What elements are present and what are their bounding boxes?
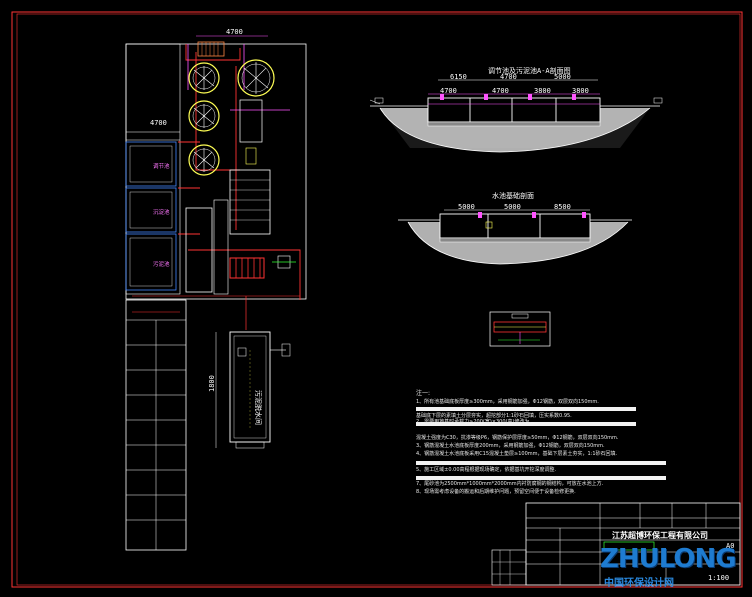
tank-label-1: 调节池	[153, 162, 170, 170]
elevation-b: 水池基础剖面 5000 5000 8500	[398, 191, 632, 265]
notes-line-7: 5、施工区域±0.00高程根据现场确定，依据基坑开挖深度调整.	[416, 467, 557, 473]
elevation-a-dim-2: 5000	[554, 73, 571, 81]
elevation-a-inner-3: 3800	[572, 87, 589, 95]
notes-line-1: 1、所有池基础底板厚度≥300mm，采用钢筋加强，Φ12钢筋，双层双向150mm…	[416, 399, 599, 405]
title-block: A0 1:100	[491, 502, 741, 586]
note-highlight-bars	[416, 407, 666, 480]
notes-line-5: 3、钢筋混凝土水池底板厚度200mm，采用钢筋加强，Φ12钢筋，双层双向150m…	[416, 443, 605, 449]
elevation-a-inner-1: 4700	[492, 87, 509, 95]
tank-label-2: 沉淀池	[153, 208, 170, 216]
title-block-sheet: A0	[726, 542, 734, 550]
notes-line-6: 4、钢筋混凝土水池底板采用C15混凝土垫层≥100mm，基础下层素土夯实，1:1…	[416, 451, 618, 457]
notes-line-2: 基础底下层的素填土分层夯实，超挖部分1:1砂石回填，压实系数0.95.	[416, 413, 572, 419]
elevation-a-dim-0: 6150	[450, 73, 467, 81]
site-plan: 4700 调节池 沉淀池 污泥池	[125, 28, 307, 551]
notes-heading: 注一:	[416, 390, 431, 397]
notes-line-8: 7、尾砂池为2500mm*1000mm*2000mm内衬防腐钢的钢结构，可放在水…	[416, 481, 604, 487]
round-vessels	[188, 59, 275, 176]
plan-vertical-dim: 1800	[208, 375, 216, 392]
elevation-b-dim-0: 5000	[458, 203, 475, 211]
plan-dim-top: 4700	[226, 28, 243, 36]
notes-line-9: 8、现场需考虑设备的搬运和后期维护问题，预留空间便于设备检修更换.	[416, 489, 576, 495]
title-block-company: 江苏超博环保工程有限公司	[612, 531, 708, 540]
svg-text:4700: 4700	[150, 119, 167, 127]
svg-text:污泥脱水间: 污泥脱水间	[254, 390, 263, 425]
watermark-logo: ZHULONG	[600, 544, 737, 574]
notes-line-3: 2、需要用地基时承载力≥200(宽)×300(高)修改为.	[416, 419, 532, 425]
notes-line-4: 混凝土强度为C30，抗渗等级P6，钢筋保护层厚度≥50mm，Φ12钢筋，双层双向…	[416, 435, 619, 441]
elevation-b-dim-1: 5000	[504, 203, 521, 211]
elevation-b-dim-2: 8500	[554, 203, 571, 211]
tank-blocks: 调节池 沉淀池 污泥池	[125, 141, 177, 291]
elevation-a-inner-2: 3800	[534, 87, 551, 95]
drawing-frame-inner	[16, 13, 741, 586]
watermark-subtitle: 中国环保设计网	[604, 578, 674, 589]
elevation-b-title: 水池基础剖面	[492, 191, 534, 200]
elevation-a-dim-1: 4700	[500, 73, 517, 81]
detail-drawing	[489, 311, 551, 347]
elevation-a: 调节池及污泥池A-A剖面图 6150 4700 5000 4700 4700 3…	[369, 66, 663, 153]
tank-label-3: 污泥池	[153, 260, 170, 268]
title-block-scale: 1:100	[708, 574, 729, 582]
drawing-frame-outer	[11, 11, 743, 588]
elevation-a-inner-0: 4700	[440, 87, 457, 95]
elevation-a-title: 调节池及污泥池A-A剖面图	[488, 66, 571, 75]
